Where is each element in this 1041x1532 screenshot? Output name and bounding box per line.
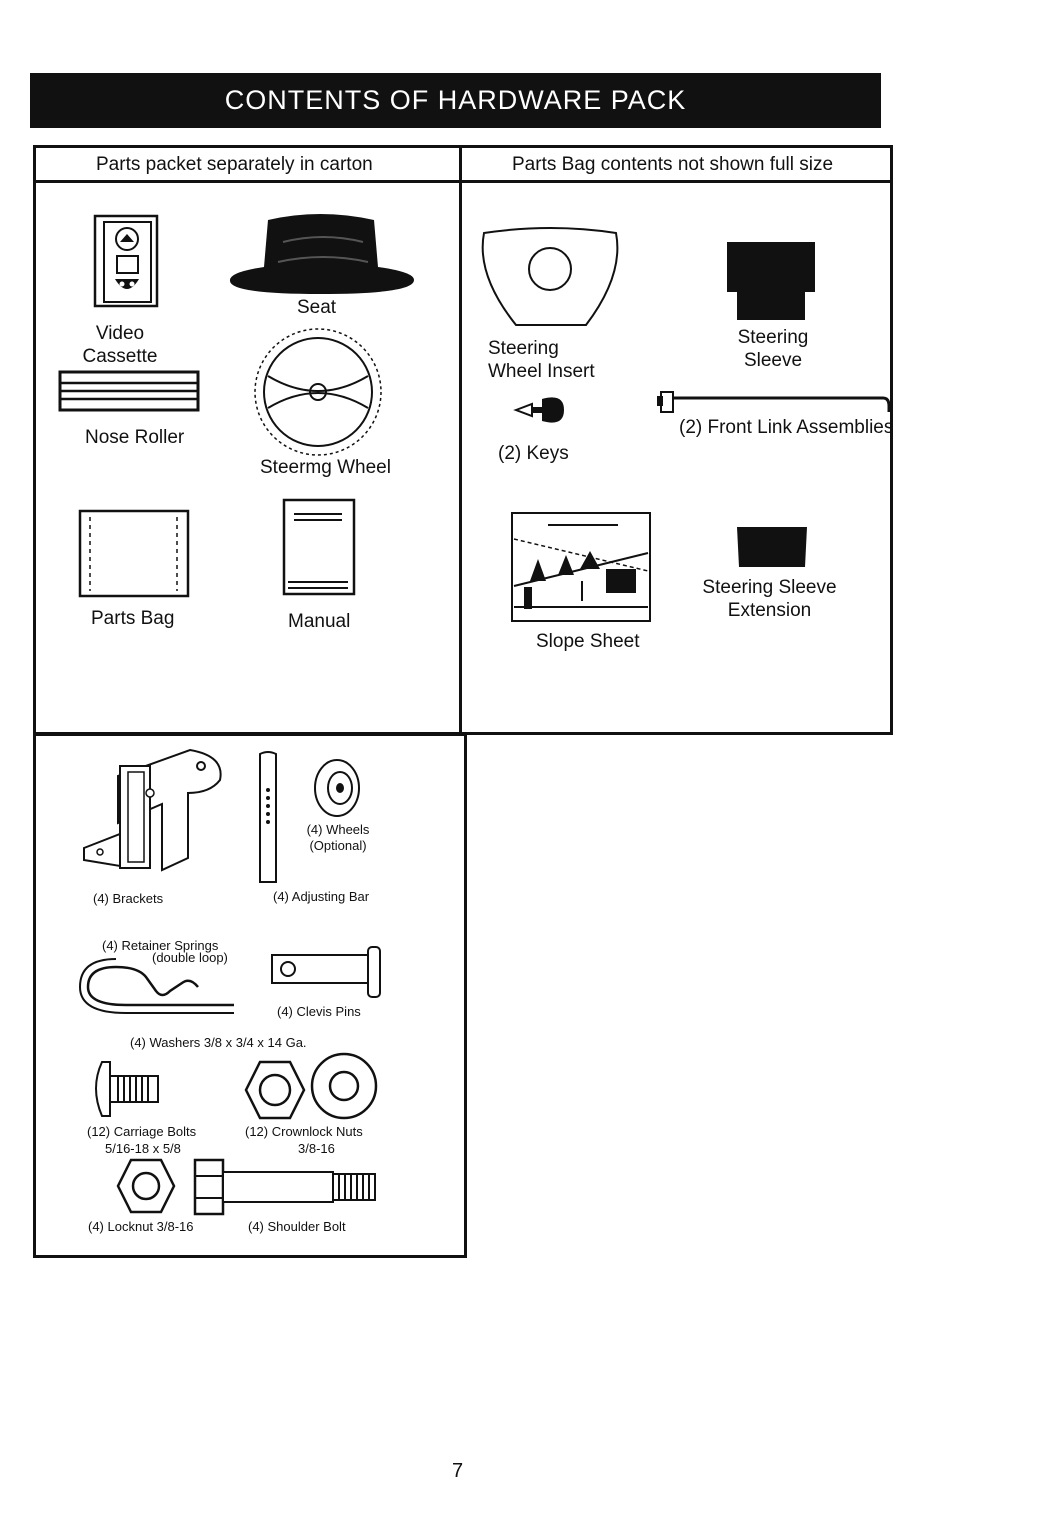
hardware-panel	[33, 733, 467, 1258]
shoulder-bolt-label: (4) Shoulder Bolt	[248, 1219, 346, 1234]
steering-wheel-label: Steermg Wheel	[260, 457, 391, 478]
steering-wheel-insert-label: Steering Wheel Insert	[488, 338, 595, 382]
parts-bag-label: Parts Bag	[91, 608, 175, 629]
parts-bag-icon	[78, 509, 190, 598]
seat-icon	[229, 214, 414, 294]
steering-sleeve-extension-label: Steering Sleeve Extension	[702, 577, 837, 621]
keys-label: (2) Keys	[498, 443, 569, 464]
page-number: 7	[452, 1460, 464, 1482]
bracket-icon	[83, 748, 222, 872]
retainer-springs-label: (4) Retainer Springs	[102, 938, 219, 953]
front-link-assembly-icon	[657, 391, 891, 413]
parts-bag-header: Parts Bag contents not shown full size	[512, 154, 834, 175]
manual-icon	[282, 498, 356, 596]
crownlock-nuts-label: (12) Crownlock Nuts	[245, 1124, 363, 1139]
manual-label: Manual	[288, 611, 351, 632]
steering-sleeve-extension-icon	[737, 527, 807, 567]
steering-sleeve-icon	[727, 242, 815, 320]
locknut-label: (4) Locknut 3/8-16	[88, 1219, 194, 1234]
nose-roller-icon	[58, 370, 200, 412]
carton-parts-header: Parts packet separately in carton	[96, 154, 373, 175]
wheel-icon	[314, 759, 360, 817]
steering-wheel-insert-icon	[481, 227, 619, 326]
retainer-springs-sub-label: (double loop)	[152, 950, 228, 965]
page-title: CONTENTS OF HARDWARE PACK	[30, 73, 881, 128]
shoulder-bolt-icon	[193, 1158, 376, 1216]
header-rule	[33, 180, 893, 183]
seat-label: Seat	[297, 297, 337, 318]
front-link-assemblies-label: (2) Front Link Assemblies	[679, 417, 894, 438]
steering-wheel-icon	[254, 328, 382, 456]
crownlock-nut-icon	[244, 1060, 306, 1120]
video-cassette-icon	[93, 214, 159, 308]
key-icon	[513, 397, 564, 423]
video-cassette-label: Video Cassette	[82, 323, 158, 367]
adjusting-bar-icon	[259, 751, 277, 883]
crownlock-nuts-size-label: 3/8-16	[298, 1141, 335, 1156]
adjusting-bar-label: (4) Adjusting Bar	[273, 889, 370, 904]
carriage-bolts-size-label: 5/16-18 x 5/8	[105, 1141, 181, 1156]
retainer-spring-icon	[78, 958, 234, 1014]
steering-sleeve-label: Steering Sleeve	[737, 327, 809, 371]
slope-sheet-label: Slope Sheet	[536, 631, 640, 652]
clevis-pins-label: (4) Clevis Pins	[277, 1004, 361, 1019]
clevis-pin-icon	[271, 946, 381, 998]
nose-roller-label: Nose Roller	[85, 427, 185, 448]
locknut-icon	[116, 1158, 176, 1214]
washer-icon	[310, 1052, 378, 1120]
washers-label: (4) Washers 3/8 x 3/4 x 14 Ga.	[130, 1035, 307, 1050]
carriage-bolt-icon	[95, 1061, 159, 1117]
carriage-bolts-label: (12) Carriage Bolts	[87, 1124, 197, 1139]
wheels-label: (4) Wheels (Optional)	[306, 822, 370, 853]
brackets-label: (4) Brackets	[93, 891, 164, 906]
slope-sheet-icon	[511, 512, 651, 622]
parts-bag-panel	[459, 145, 893, 735]
